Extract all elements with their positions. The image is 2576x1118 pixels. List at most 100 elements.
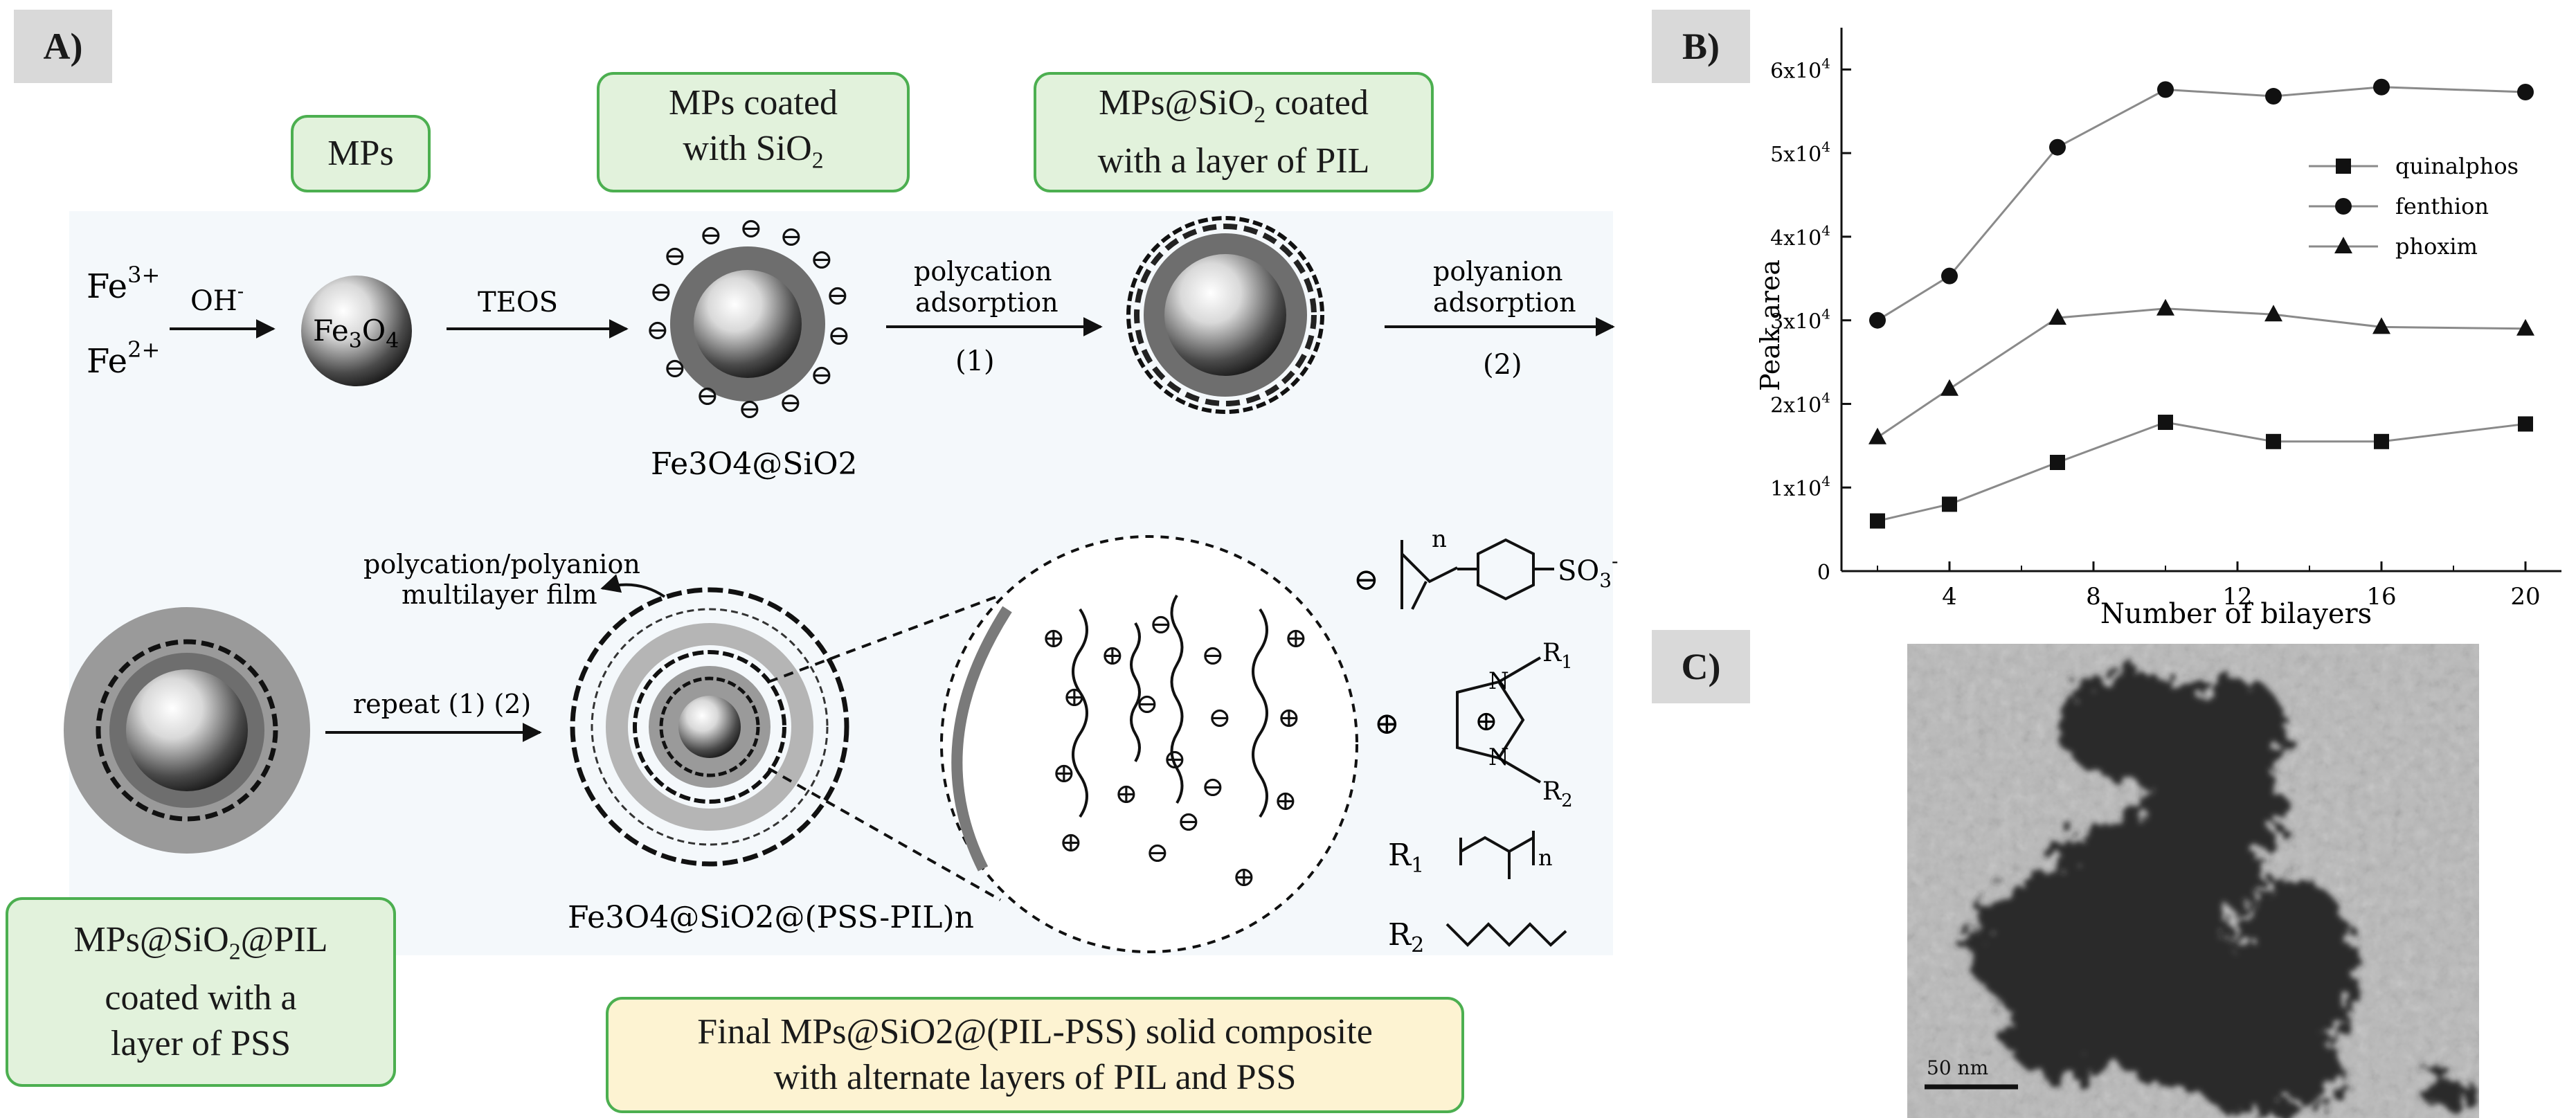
svg-text:⊕: ⊕: [1042, 622, 1065, 654]
box-pil: MPs@SiO2 coated with a layer of PIL: [1034, 72, 1434, 192]
legend-marker-quinalphos: [2336, 159, 2351, 174]
so3-label: SO3-: [1558, 550, 1619, 592]
tem-scale-label: 50 nm: [1927, 1056, 1988, 1079]
svg-text:⊖: ⊖: [663, 240, 687, 272]
zoom-line-bottom: [768, 767, 1001, 901]
series-line-phoxim: [1877, 307, 2526, 439]
multilayer-particle: [570, 587, 849, 867]
box-pss-line3: layer of PSS: [111, 1023, 291, 1063]
panel-c-tag: C): [1652, 630, 1750, 703]
panel-a-tag: A): [14, 10, 112, 83]
data-point-phoxim: [2516, 318, 2534, 336]
svg-text:⊕: ⊕: [1115, 778, 1138, 810]
imidazolium-ring: [1456, 656, 1542, 784]
svg-text:⊖: ⊖: [1201, 771, 1225, 803]
data-point-phoxim: [2372, 317, 2390, 334]
y-tick-label: 0: [1817, 561, 1830, 585]
box-mps: MPs: [291, 115, 431, 192]
data-point-quinalphos: [1870, 513, 1885, 529]
tem-particle-aggregate: [1970, 671, 2478, 1115]
box-pss: MPs@SiO2@PIL coated with a layer of PSS: [6, 897, 396, 1087]
data-point-fenthion: [1941, 267, 1958, 285]
svg-text:⊕: ⊕: [1101, 640, 1124, 671]
pil-particle: [1126, 216, 1324, 414]
multilayer-label-2: multilayer film: [402, 579, 597, 610]
data-point-phoxim: [2048, 308, 2066, 325]
y-axis-label: Peak area: [1758, 260, 1785, 391]
data-point-fenthion: [2517, 83, 2534, 100]
data-point-phoxim: [1940, 379, 1958, 396]
series-line-quinalphos: [1877, 421, 2526, 522]
data-point-fenthion: [1869, 312, 1886, 329]
data-point-fenthion: [2049, 138, 2066, 156]
x-tick-label: 4: [1942, 583, 1957, 611]
pss-n-label: n: [1432, 525, 1447, 553]
step1-label: (1): [955, 345, 995, 377]
box-pil-line2: with a layer of PIL: [1097, 141, 1370, 181]
repeat-label: repeat (1) (2): [353, 689, 531, 719]
chart-axes: [1840, 28, 2561, 572]
svg-text:⊖: ⊖: [780, 221, 803, 253]
legend-label-fenthion: fenthion: [2395, 193, 2489, 219]
chart-legend: quinalphos fenthion phoxim: [2309, 153, 2519, 260]
negative-charges: ⊖ ⊖ ⊖ ⊖ ⊖ ⊖ ⊖ ⊖ ⊖ ⊖ ⊖ ⊖ ⊖ ⊖: [646, 213, 851, 425]
svg-text:⊕: ⊕: [1232, 861, 1256, 893]
r1-structure: [1459, 831, 1535, 879]
svg-text:⊖: ⊖: [696, 380, 719, 412]
legend-label-phoxim: phoxim: [2395, 233, 2478, 260]
svg-text:⊕: ⊕: [1059, 827, 1083, 858]
ring-r1-label: R1: [1542, 639, 1573, 673]
svg-text:⊖: ⊖: [1177, 806, 1200, 838]
polycation-label-1: polycation: [914, 256, 1052, 287]
data-point-fenthion: [2373, 78, 2390, 96]
svg-text:⊖: ⊖: [810, 244, 834, 276]
polyanion-label-1: polyanion: [1433, 256, 1562, 287]
r2-label: R2: [1388, 917, 1424, 957]
x-tick-label: 20: [2510, 583, 2540, 611]
data-point-phoxim: [2156, 298, 2174, 316]
fe3-label: Fe3+: [87, 262, 160, 306]
svg-text:⊖: ⊖: [739, 213, 763, 244]
x-axis-label: Number of bilayers: [2100, 598, 2372, 630]
teos-label: TEOS: [478, 287, 558, 318]
pss-structure: [1400, 538, 1554, 610]
svg-text:⊖: ⊖: [1201, 640, 1225, 671]
svg-text:⊖: ⊖: [826, 280, 849, 312]
legend-label-quinalphos: quinalphos: [2395, 153, 2519, 179]
svg-text:⊖: ⊖: [663, 352, 687, 384]
svg-text:⊖: ⊖: [1149, 608, 1173, 640]
r1-n-label: n: [1538, 845, 1553, 871]
scheme-diagram: Fe3+ Fe2+ OH- Fe3O4 TEOS ⊖ ⊖ ⊖ ⊖ ⊖ ⊖ ⊖ ⊖…: [64, 211, 1619, 957]
data-point-quinalphos: [2266, 433, 2281, 449]
data-point-quinalphos: [2518, 416, 2533, 432]
zoom-charges: ⊕ ⊕ ⊕ ⊕ ⊕ ⊕ ⊕ ⊕ ⊕ ⊕ ⊖ ⊖ ⊖ ⊖ ⊖ ⊖ ⊖ ⊖: [1042, 608, 1308, 893]
box-sio2-line2: with SiO2: [683, 129, 824, 174]
tem-image: 50 nm: [1907, 644, 2479, 1118]
box-final-line2: with alternate layers of PIL and PSS: [773, 1058, 1297, 1097]
step2-label: (2): [1483, 349, 1522, 381]
zoom-polymer-chains: [1072, 594, 1268, 818]
final-composite-label: Fe3O4@SiO2@(PSS-PIL)n: [568, 900, 974, 935]
svg-text:⊕: ⊕: [1274, 785, 1297, 817]
fe2-label: Fe2+: [87, 336, 160, 381]
pss-anion-symbol: ⊖: [1353, 562, 1379, 597]
svg-text:⊖: ⊖: [649, 276, 673, 308]
r1-label: R1: [1388, 838, 1424, 878]
y-tick-label: 2x104: [1770, 389, 1830, 417]
polycation-label-2: adsorption: [915, 287, 1059, 318]
ring-charge: ⊕: [1475, 705, 1498, 737]
data-point-quinalphos: [2158, 415, 2173, 431]
y-tick-label: 4x104: [1770, 222, 1830, 251]
svg-text:⊖: ⊖: [646, 314, 669, 346]
svg-text:⊖: ⊖: [827, 320, 851, 352]
legend-marker-fenthion: [2335, 198, 2352, 215]
svg-text:⊖: ⊖: [738, 393, 762, 425]
data-point-quinalphos: [2050, 455, 2065, 470]
data-point-quinalphos: [2374, 433, 2389, 449]
box-sio2-line1: MPs coated: [668, 83, 838, 123]
r2-structure: [1445, 922, 1567, 947]
box-final: Final MPs@SiO2@(PIL-PSS) solid composite…: [606, 997, 1464, 1113]
polyanion-label-2: adsorption: [1433, 287, 1576, 318]
